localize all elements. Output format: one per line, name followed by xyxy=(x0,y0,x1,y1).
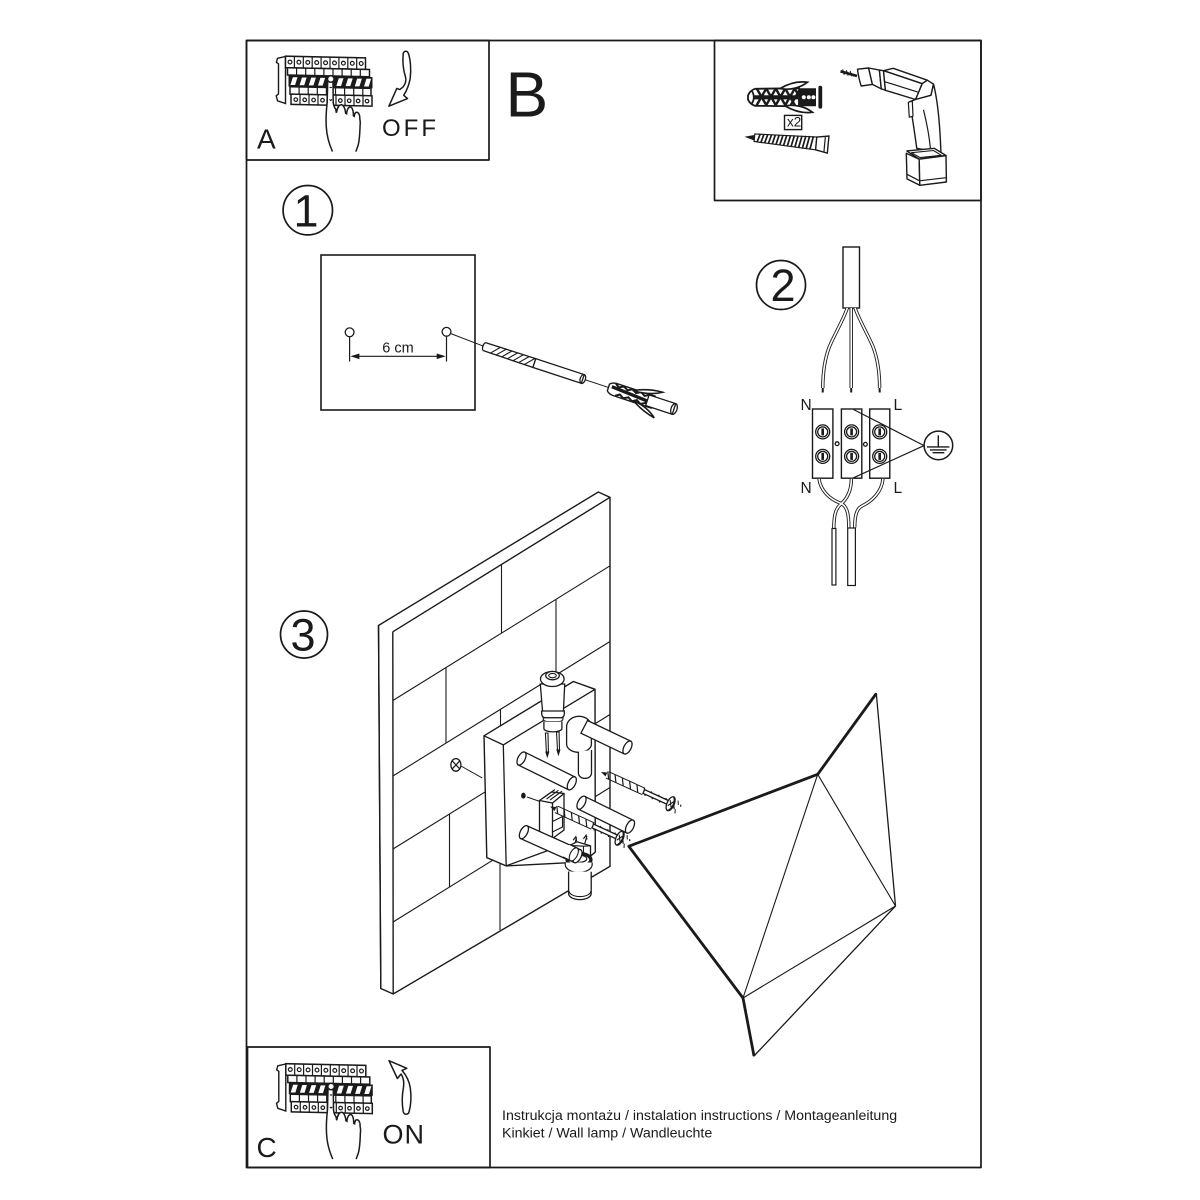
svg-text:OFF: OFF xyxy=(382,115,439,142)
svg-text:1: 1 xyxy=(293,186,318,237)
svg-text:C: C xyxy=(257,1132,277,1163)
svg-text:3: 3 xyxy=(290,610,315,661)
svg-text:2: 2 xyxy=(770,260,795,311)
svg-text:ON: ON xyxy=(383,1120,426,1150)
svg-text:6 cm: 6 cm xyxy=(382,341,413,357)
svg-text:x2: x2 xyxy=(787,115,801,130)
svg-text:N: N xyxy=(801,397,812,414)
svg-text:Kinkiet / Wall lamp / Wandleuc: Kinkiet / Wall lamp / Wandleuchte xyxy=(502,1125,712,1141)
svg-text:A: A xyxy=(257,124,276,155)
svg-text:L: L xyxy=(894,397,903,414)
svg-text:Instrukcja montażu / instalati: Instrukcja montażu / instalation instruc… xyxy=(502,1108,897,1124)
svg-text:N: N xyxy=(801,480,812,497)
svg-text:B: B xyxy=(506,59,549,131)
svg-text:L: L xyxy=(894,480,903,497)
